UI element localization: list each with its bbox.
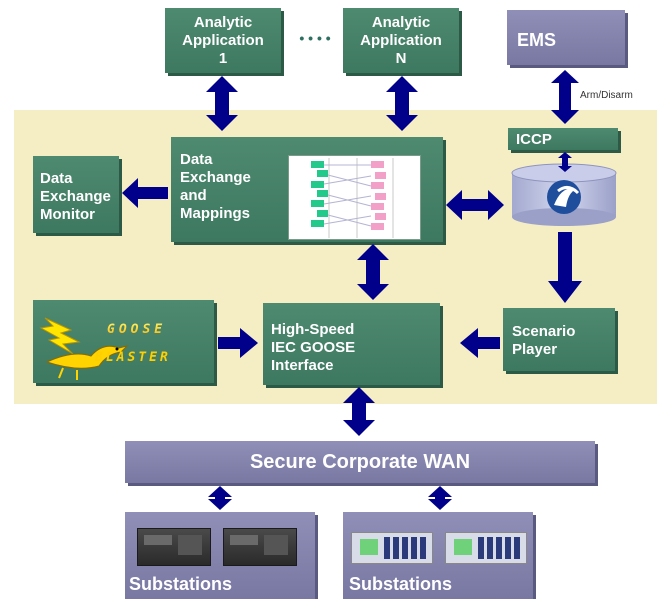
goose-blaster-box: GOOSE BLASTER — [33, 300, 214, 383]
ems-box: EMS — [507, 10, 625, 65]
arrow-goose-blaster-high-speed — [218, 328, 258, 358]
secure-corporate-wan-label: Secure Corporate WAN — [249, 450, 471, 473]
secure-corporate-wan-bar: Secure Corporate WAN — [125, 441, 595, 483]
arrow-high-speed-wan — [343, 387, 375, 436]
ied-device-icon — [351, 532, 433, 564]
iccp-box: ICCP — [508, 128, 618, 150]
analytic-application-n-box: Analytic Application N — [343, 8, 459, 73]
arrow-ems-iccp — [551, 70, 579, 124]
substations-right-box: Substations — [343, 512, 533, 599]
blaster-logo-text: BLASTER — [95, 350, 171, 365]
mapping-diagram — [288, 155, 421, 240]
data-exchange-monitor-label: Data Exchange Monitor — [40, 170, 111, 223]
arm-disarm-label: Arm/Disarm — [580, 90, 633, 101]
goose-bird-icon — [45, 345, 129, 380]
iccp-label: ICCP — [516, 131, 552, 148]
database-logo-icon — [547, 180, 581, 214]
goose-logo-text: GOOSE — [107, 322, 167, 337]
relay-device-icon — [223, 528, 297, 566]
relay-device-icon — [137, 528, 211, 566]
analytic-application-n-label: Analytic Application N — [360, 13, 442, 67]
high-speed-iec-goose-interface-box: High-Speed IEC GOOSE Interface — [263, 303, 440, 385]
arrow-scenario-player-high-speed — [460, 328, 500, 358]
arrow-app1-data-exchange — [206, 76, 238, 131]
arrow-data-exchange-high-speed — [357, 244, 389, 300]
substations-right-label: Substations — [349, 574, 453, 594]
data-exchange-mappings-label: Data Exchange and Mappings — [180, 151, 251, 222]
scenario-player-label: Scenario Player — [512, 323, 576, 358]
ellipsis: • • • • — [299, 30, 331, 46]
substations-left-box: Substations — [125, 512, 315, 599]
ems-label: EMS — [517, 30, 557, 50]
arrow-iccp-database — [558, 152, 572, 172]
arrow-data-exchange-database — [446, 190, 504, 220]
data-exchange-mappings-box: Data Exchange and Mappings — [171, 137, 443, 242]
arrow-wan-substations-left — [208, 486, 232, 510]
data-exchange-monitor-box: Data Exchange Monitor — [33, 156, 119, 233]
scenario-player-box: Scenario Player — [503, 308, 615, 371]
analytic-application-1-label: Analytic Application 1 — [182, 13, 264, 67]
substations-left-label: Substations — [129, 574, 233, 594]
ied-device-icon — [445, 532, 527, 564]
analytic-application-1-box: Analytic Application 1 — [165, 8, 281, 73]
high-speed-iec-goose-interface-label: High-Speed IEC GOOSE Interface — [271, 321, 356, 374]
database-cylinder — [510, 163, 618, 228]
arrow-appn-data-exchange — [386, 76, 418, 131]
arrow-data-exchange-monitor — [122, 178, 168, 208]
arrow-database-scenario-player — [548, 232, 582, 303]
arrow-wan-substations-right — [428, 486, 452, 510]
